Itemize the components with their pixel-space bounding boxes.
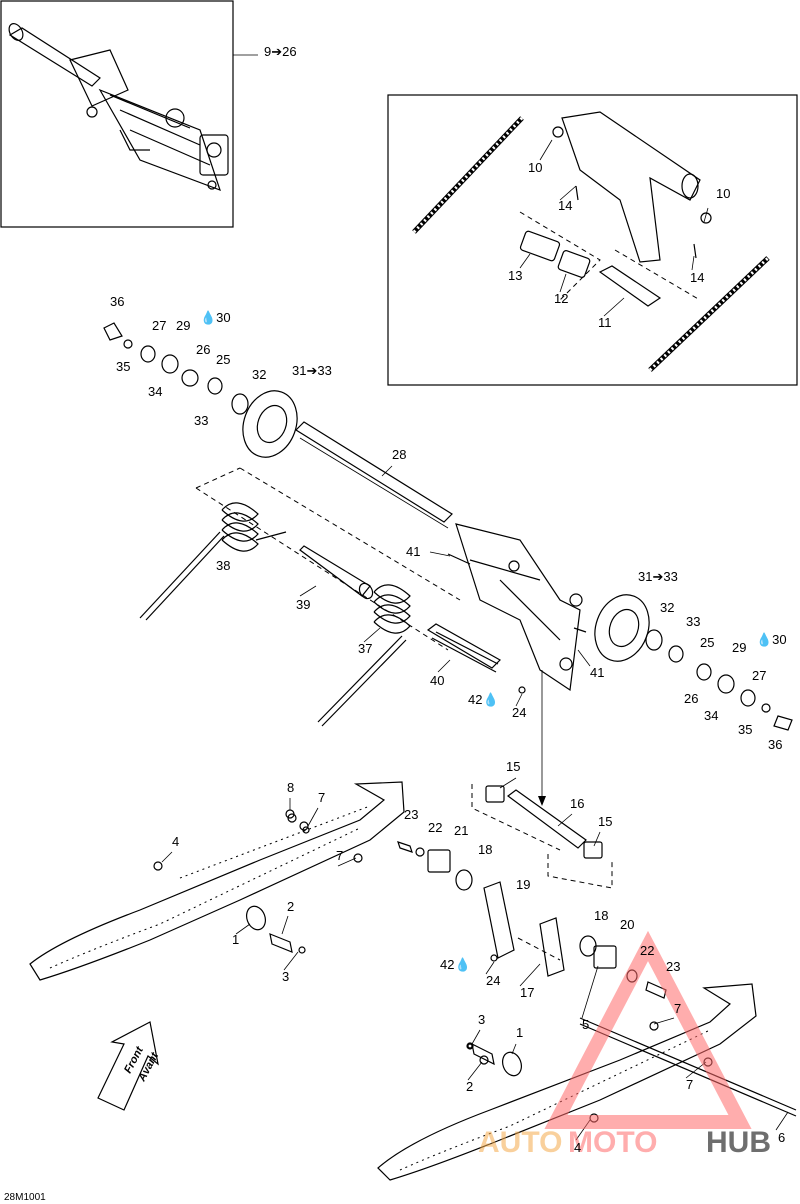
callout-c-22b: 22: [640, 943, 654, 958]
wheel-group-left: [103, 322, 298, 458]
callout-c-37: 37: [358, 641, 372, 656]
callout-c-6: 6: [778, 1130, 785, 1145]
callout-c-12: 12: [554, 291, 568, 306]
callout-c-30a: 💧30: [200, 310, 231, 325]
callout-c-1b: 1: [516, 1025, 523, 1040]
callout-c-11: 11: [598, 315, 612, 330]
callout-c-42a: 42💧: [468, 692, 499, 707]
callout-c-7a: 7: [318, 790, 325, 805]
watermark: AUTO MOTO HUB: [478, 930, 771, 1159]
callout-c-14b: 14: [690, 270, 704, 285]
callout-c-25b: 25: [700, 635, 714, 650]
callout-c-17: 17: [520, 985, 534, 1000]
callout-c-3a: 3: [282, 969, 289, 984]
leader-lines: [161, 139, 789, 1141]
callout-c-27b: 27: [752, 668, 766, 683]
callout-c-24a: 24: [512, 705, 526, 720]
callout-c-34a: 34: [148, 384, 162, 399]
callout-c-21: 21: [454, 823, 468, 838]
callout-c-42b: 42💧: [440, 957, 471, 972]
callout-c-15b: 15: [598, 814, 612, 829]
link-group: [397, 784, 667, 999]
inset-frame-top-right: [387, 94, 798, 386]
fasteners: [285, 553, 587, 1065]
callout-c-26a: 26: [196, 342, 210, 357]
callout-c-26b: 26: [684, 691, 698, 706]
callout-c-23a: 23: [404, 807, 418, 822]
callout-c-29b: 29: [732, 640, 746, 655]
callout-c-14a: 14: [558, 198, 572, 213]
callout-c-18b: 18: [594, 908, 608, 923]
callout-c-16: 16: [570, 796, 584, 811]
watermark-moto: MOTO: [568, 1126, 657, 1159]
callout-c-23b: 23: [666, 959, 680, 974]
front-arrow: Front Avant: [97, 1021, 162, 1111]
callout-c-38: 38: [216, 558, 230, 573]
rail-left: [29, 781, 405, 981]
callout-c-25a: 25: [216, 352, 230, 367]
wheel-group-right: [594, 594, 793, 731]
callout-c-33a: 33: [194, 413, 208, 428]
rail-right: [377, 983, 797, 1181]
callout-c-41a: 41: [406, 544, 420, 559]
callout-c-30b: 💧30: [756, 632, 787, 647]
callout-c-9-26: 9➔26: [264, 44, 297, 59]
callout-c-39: 39: [296, 597, 310, 612]
springs-and-tubes: [139, 502, 501, 727]
callout-c-34b: 34: [704, 708, 718, 723]
callout-c-35a: 35: [116, 359, 130, 374]
callout-c-33b: 33: [686, 614, 700, 629]
callout-c-19: 19: [516, 877, 530, 892]
callout-c-22a: 22: [428, 820, 442, 835]
callout-c-4b: 4: [574, 1140, 581, 1155]
callout-c-35b: 35: [738, 722, 752, 737]
callout-c-7d: 7: [686, 1077, 693, 1092]
callout-c-7c: 7: [674, 1001, 681, 1016]
axle-28: [295, 421, 453, 529]
callout-c-24b: 24: [486, 973, 500, 988]
callout-c-32b: 32: [660, 600, 674, 615]
callout-c-27a: 27: [152, 318, 166, 333]
callout-c-36a: 36: [110, 294, 124, 309]
callout-c-8: 8: [287, 780, 294, 795]
callout-c-31-33b: 31➔33: [638, 569, 678, 584]
callout-c-3b: 3: [478, 1012, 485, 1027]
callout-c-36b: 36: [768, 737, 782, 752]
callout-c-28: 28: [392, 447, 406, 462]
callout-c-7b: 7: [336, 848, 343, 863]
callout-c-10a: 10: [528, 160, 542, 175]
callout-c-40: 40: [430, 673, 444, 688]
callout-c-32a: 32: [252, 367, 266, 382]
callout-c-2b: 2: [466, 1079, 473, 1094]
callout-c-2a: 2: [287, 899, 294, 914]
callout-c-41b: 41: [590, 665, 604, 680]
callout-c-5: 5: [582, 1017, 589, 1032]
callout-c-20: 20: [620, 917, 634, 932]
watermark-hub: HUB: [706, 1126, 771, 1159]
callout-c-4a: 4: [172, 834, 179, 849]
callout-c-13: 13: [508, 268, 522, 283]
callout-c-31-33a: 31➔33: [292, 363, 332, 378]
figure-code: 28M1001: [4, 1192, 46, 1203]
callout-c-29a: 29: [176, 318, 190, 333]
callout-c-1a: 1: [232, 932, 239, 947]
callout-c-15a: 15: [506, 759, 520, 774]
callout-c-10b: 10: [716, 186, 730, 201]
watermark-auto: AUTO: [478, 1126, 562, 1159]
inset-frame-top-left: [0, 0, 258, 228]
callout-c-18a: 18: [478, 842, 492, 857]
rear-arm-frame: [195, 467, 583, 806]
